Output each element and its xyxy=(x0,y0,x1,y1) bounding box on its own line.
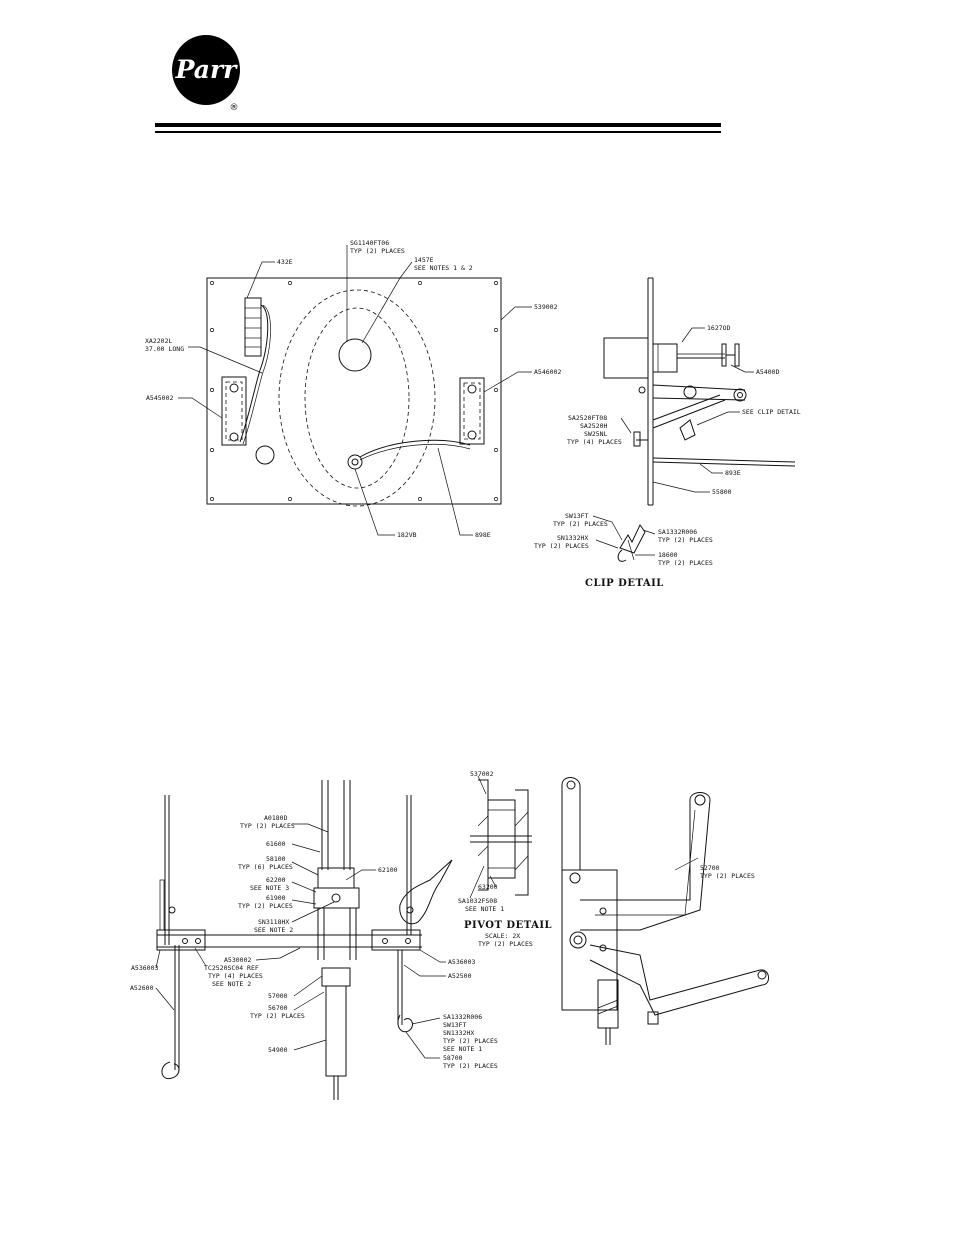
mounting-plate xyxy=(206,277,502,505)
label-tc2520-typ: TYP (4) PLACES xyxy=(208,972,263,980)
label-a536003-right: A536003 xyxy=(448,958,475,966)
label-sw25nl: SW25NL xyxy=(584,430,608,438)
label-a52600: A52600 xyxy=(130,984,154,992)
label-sw13ft-bottom: SW13FT xyxy=(443,1021,467,1029)
label-typ-4-places: TYP (4) PLACES xyxy=(567,438,622,446)
label-52700: 52700 xyxy=(700,864,720,872)
pivot-detail-sketch xyxy=(470,779,532,896)
label-539002: 539002 xyxy=(534,303,558,311)
label-58700: 58700 xyxy=(443,1054,463,1062)
label-a52500: A52500 xyxy=(448,972,472,980)
label-sa1032-note: SEE NOTE 1 xyxy=(465,905,504,913)
label-61600: 61600 xyxy=(266,840,286,848)
label-58100-typ: TYP (6) PLACES xyxy=(238,863,293,871)
label-893e: 893E xyxy=(725,469,741,477)
side-view xyxy=(603,277,796,506)
inner-dashed-outline xyxy=(304,307,410,489)
label-1627od: 1627OD xyxy=(707,324,731,332)
left-bracket xyxy=(221,376,247,446)
label-55800: 55800 xyxy=(712,488,732,496)
label-tc2520sc04: TC2520SC04 REF xyxy=(204,964,259,972)
plate-holes xyxy=(210,281,498,501)
label-a545002: A545002 xyxy=(146,394,173,402)
label-see-clip-detail: SEE CLIP DETAIL xyxy=(742,408,801,416)
label-52700-typ: TYP (2) PLACES xyxy=(700,872,755,880)
logo-registered-mark: ® xyxy=(230,103,239,112)
label-sn3118hx-note: SEE NOTE 2 xyxy=(254,926,293,934)
label-a546002: A546002 xyxy=(534,368,561,376)
heater-cable-2 xyxy=(359,443,471,461)
label-56700: 56700 xyxy=(268,1004,288,1012)
label-58100: 58100 xyxy=(266,855,286,863)
label-182vb: 182VB xyxy=(397,531,417,539)
label-61900: 61900 xyxy=(266,894,286,902)
label-clip-sw13ft-typ: TYP (2) PLACES xyxy=(553,520,608,528)
label-xa2202l-length: 37.00 LONG xyxy=(145,345,184,353)
clip-detail-sketch xyxy=(617,524,646,562)
label-58700-typ: TYP (2) PLACES xyxy=(443,1062,498,1070)
lower-left-opening xyxy=(255,445,275,465)
label-sa1032fs08: SA1032FS08 xyxy=(458,897,497,905)
center-opening xyxy=(338,338,372,372)
thermocouple-wire xyxy=(239,304,269,443)
label-a536003-left: A536003 xyxy=(131,964,158,972)
label-56700-typ: TYP (2) PLACES xyxy=(250,1012,305,1020)
label-62200: 62200 xyxy=(266,876,286,884)
terminal-block xyxy=(244,297,262,357)
label-sn3118hx: SN3118HX xyxy=(258,918,289,926)
logo-text: Parr xyxy=(175,55,238,84)
label-clip-18600-typ: TYP (2) PLACES xyxy=(658,559,713,567)
pivot-detail-title: PIVOT DETAIL xyxy=(464,920,552,931)
header-rule-thin xyxy=(155,131,721,133)
right-bracket xyxy=(459,377,485,445)
label-clip-sa1332r006-typ: TYP (2) PLACES xyxy=(658,536,713,544)
label-clip-sw13ft: SW13FT xyxy=(565,512,589,520)
label-clip-sa1332r006: SA1332R006 xyxy=(658,528,697,536)
label-sn1332hx-bottom: SN1332HX xyxy=(443,1029,474,1037)
label-54900: 54900 xyxy=(268,1046,288,1054)
label-sg1140-typ: TYP (2) PLACES xyxy=(350,247,405,255)
label-1457e: 1457E xyxy=(414,256,434,264)
label-57000: 57000 xyxy=(268,992,288,1000)
clip-detail-title: CLIP DETAIL xyxy=(585,578,664,589)
front-view xyxy=(156,780,453,1100)
label-898e: 898E xyxy=(475,531,491,539)
label-a5400d: A5400D xyxy=(756,368,780,376)
label-clip-sn1332hx: SN1332HX xyxy=(557,534,588,542)
label-62100: 62100 xyxy=(378,866,398,874)
label-sn-note-bottom: SEE NOTE 1 xyxy=(443,1045,482,1053)
label-clip-sn1332hx-typ: TYP (2) PLACES xyxy=(534,542,589,550)
parr-logo: Parr ® xyxy=(172,35,240,112)
label-tc2520-note: SEE NOTE 2 xyxy=(212,980,251,988)
label-1457e-notes: SEE NOTES 1 & 2 xyxy=(414,264,473,272)
label-clip-18600: 18600 xyxy=(658,551,678,559)
outer-dashed-outline xyxy=(278,289,436,507)
label-62200-note: SEE NOTE 3 xyxy=(250,884,289,892)
label-sg1140ft06: SG1140FT06 xyxy=(350,239,389,247)
label-63200: 63200 xyxy=(478,883,498,891)
label-sa2520h: SA2520H xyxy=(580,422,607,430)
label-pivot-scale: SCALE: 2X xyxy=(485,932,520,940)
label-61900-typ: TYP (2) PLACES xyxy=(238,902,293,910)
label-a0180d: A0180D xyxy=(264,814,288,822)
label-a0180d-typ: TYP (2) PLACES xyxy=(240,822,295,830)
label-pivot-typ: TYP (2) PLACES xyxy=(478,940,533,948)
label-sa2520ft08: SA2520FT08 xyxy=(568,414,607,422)
thermocouple-wire-2 xyxy=(242,304,271,445)
heater-cable xyxy=(359,439,471,458)
header-rule-thick xyxy=(155,123,721,127)
thermowell-fitting xyxy=(347,454,363,470)
label-a530002: A530002 xyxy=(224,956,251,964)
label-sa1332r006-bottom: SA1332R006 xyxy=(443,1013,482,1021)
label-xa2202l: XA2202L xyxy=(145,337,172,345)
label-537002: 537002 xyxy=(470,770,494,778)
label-432e: 432E xyxy=(277,258,293,266)
label-sn-typ-bottom: TYP (2) PLACES xyxy=(443,1037,498,1045)
side-view-bottom xyxy=(561,777,769,1045)
